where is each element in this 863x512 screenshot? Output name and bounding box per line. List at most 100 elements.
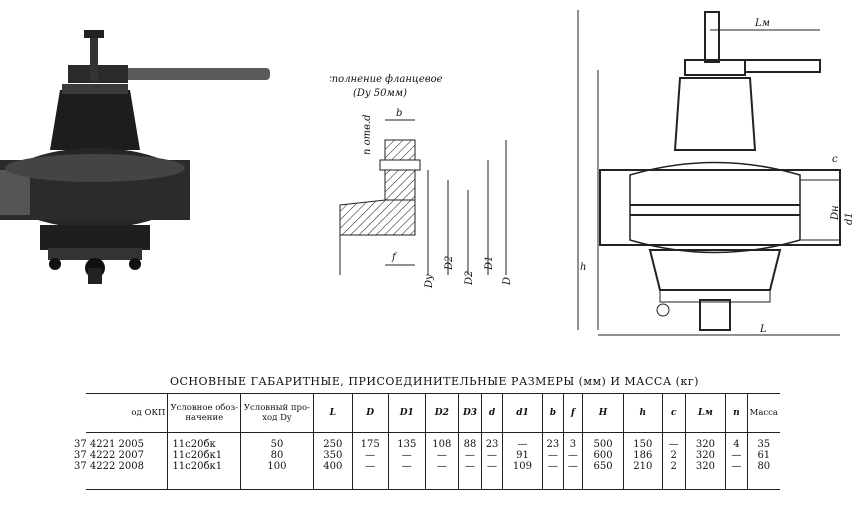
col-D1: 135—— bbox=[387, 432, 426, 490]
cell-value: 35 bbox=[757, 439, 771, 450]
table-title: ОСНОВНЫЕ ГАБАРИТНЫЕ, ПРИСОЕДИНИТЕЛЬНЫЕ Р… bbox=[170, 375, 699, 388]
cell-value: — bbox=[731, 450, 742, 461]
header-dy: Условный про-ход Dy bbox=[240, 393, 314, 433]
header-f: f bbox=[562, 393, 583, 433]
cell-value: 23 bbox=[485, 439, 499, 450]
cell-value: 210 bbox=[633, 461, 653, 472]
dim-D2: D2 bbox=[444, 256, 455, 271]
cell-value: 650 bbox=[593, 461, 613, 472]
dim-f: f bbox=[391, 252, 398, 263]
cell-value: — bbox=[465, 461, 476, 472]
cell-value: — bbox=[487, 461, 498, 472]
cell-value: 350 bbox=[323, 450, 343, 461]
dim-Dn: Dн bbox=[830, 205, 841, 221]
dim-L: L bbox=[759, 324, 767, 335]
specs-table: од ОКП Условное обоз-начение Условный пр… bbox=[74, 393, 780, 490]
cell-value: 500 bbox=[593, 439, 613, 450]
cell-value: 600 bbox=[593, 450, 613, 461]
cell-value: — bbox=[436, 461, 447, 472]
header-h: h bbox=[622, 393, 663, 433]
cell-value: — bbox=[517, 439, 528, 450]
dim-D2b: D2 bbox=[464, 271, 475, 286]
dim-Lm: Lм bbox=[754, 18, 770, 29]
cell-value: 400 bbox=[323, 461, 343, 472]
cell-value: 11с20бк bbox=[172, 439, 216, 450]
dim-d1: d1 bbox=[844, 212, 855, 225]
header-D2: D2 bbox=[425, 393, 459, 433]
cell-value: 37 4222 2007 bbox=[74, 450, 144, 461]
flange-caption-1: Исполнение фланцевое bbox=[330, 74, 443, 85]
header-b: b bbox=[542, 393, 564, 433]
valve-photo bbox=[0, 30, 270, 284]
header-D: D bbox=[351, 393, 389, 433]
cell-value: 61 bbox=[757, 450, 771, 461]
col-b: 23—— bbox=[542, 432, 564, 490]
cell-value: 186 bbox=[633, 450, 653, 461]
header-c: c bbox=[661, 393, 686, 433]
header-d: d bbox=[481, 393, 503, 433]
header-d1: d1 bbox=[501, 393, 543, 433]
col-f: 3—— bbox=[562, 432, 583, 490]
cell-value: — bbox=[487, 450, 498, 461]
cell-value: — bbox=[401, 450, 412, 461]
cell-value: 250 bbox=[323, 439, 343, 450]
cell-value: 91 bbox=[516, 450, 529, 461]
cell-value: 320 bbox=[695, 439, 715, 450]
dim-h: h bbox=[580, 262, 586, 273]
cell-value: 80 bbox=[270, 450, 284, 461]
cell-value: — bbox=[668, 439, 679, 450]
cell-value: 37 4221 2005 bbox=[74, 439, 144, 450]
dim-D: D bbox=[502, 277, 513, 286]
col-D: 175—— bbox=[351, 432, 389, 490]
cell-value: — bbox=[547, 450, 558, 461]
col-D2: 108—— bbox=[425, 432, 459, 490]
header-D3: D3 bbox=[457, 393, 482, 433]
cell-value: — bbox=[567, 461, 578, 472]
cell-value: 108 bbox=[432, 439, 452, 450]
header-D1: D1 bbox=[387, 393, 426, 433]
header-Lm: Lм bbox=[684, 393, 726, 433]
cell-value: 37 4222 2008 bbox=[74, 461, 144, 472]
cell-value: — bbox=[401, 461, 412, 472]
cell-value: — bbox=[465, 450, 476, 461]
flange-drawing: Исполнение фланцевое (Dy 50мм) b n отв.d… bbox=[330, 74, 513, 289]
cell-value: 50 bbox=[270, 439, 284, 450]
cell-value: 135 bbox=[397, 439, 417, 450]
header-okp: од ОКП bbox=[86, 393, 168, 433]
dim-c: c bbox=[832, 154, 838, 165]
header-H: H bbox=[582, 393, 624, 433]
col-D3: 88—— bbox=[457, 432, 482, 490]
cell-value: 11с20бк1 bbox=[172, 461, 223, 472]
col-d: 23—— bbox=[481, 432, 503, 490]
cell-value: 150 bbox=[633, 439, 653, 450]
valve-section-drawing: h L Lм c Dн d1 bbox=[577, 10, 855, 336]
header-L: L bbox=[312, 393, 353, 433]
header-designation: Условное обоз-начение bbox=[167, 393, 241, 433]
cell-value: 109 bbox=[512, 461, 533, 472]
cell-value: 11с20бк1 bbox=[172, 450, 223, 461]
cell-value: — bbox=[436, 450, 447, 461]
cell-value: — bbox=[567, 450, 578, 461]
cell-value: 88 bbox=[463, 439, 477, 450]
flange-caption-2: (Dy 50мм) bbox=[353, 88, 407, 99]
cell-value: — bbox=[547, 461, 558, 472]
dim-Dy: Dy bbox=[424, 274, 435, 289]
cell-value: 4 bbox=[733, 439, 740, 450]
cell-value: 2 bbox=[670, 461, 677, 472]
dim-b: b bbox=[396, 108, 402, 119]
dim-n-otv-d: n отв.d bbox=[362, 114, 373, 155]
cell-value: 2 bbox=[670, 450, 677, 461]
cell-value: 80 bbox=[757, 461, 771, 472]
cell-value: — bbox=[365, 450, 376, 461]
col-n: 4—— bbox=[725, 432, 748, 490]
